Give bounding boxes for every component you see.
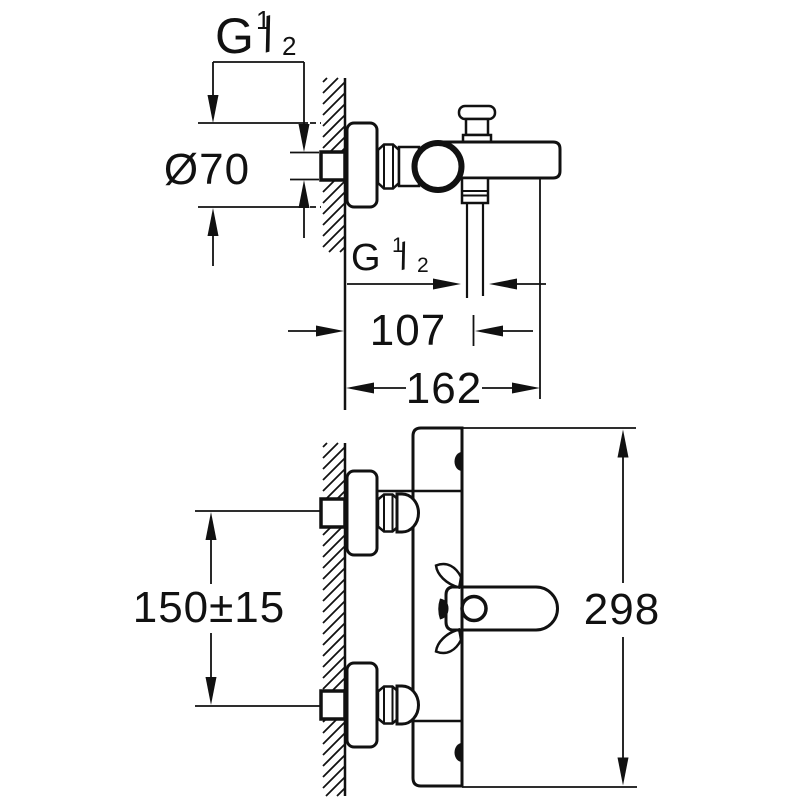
handle-mark-lower xyxy=(454,743,462,762)
supply-connector-square-upper xyxy=(319,497,347,529)
hex-nut xyxy=(376,143,401,190)
arrowhead xyxy=(617,757,629,786)
supply-connector-square xyxy=(319,150,347,182)
hex-nut-upper xyxy=(376,493,400,533)
wall-hatching-top xyxy=(322,77,346,253)
union-piece-upper xyxy=(395,492,420,534)
hex-nut-lower xyxy=(376,685,400,725)
union-circle xyxy=(411,140,465,193)
arrowhead xyxy=(475,325,503,337)
g-half-sub: 2 xyxy=(417,254,430,277)
mixer-body-front xyxy=(411,426,464,788)
supply-connector-square-lower xyxy=(319,689,347,721)
arrowhead xyxy=(207,95,219,123)
handle-mark-upper xyxy=(454,452,462,471)
arrowhead xyxy=(433,278,461,290)
front-view: 298 150±15 xyxy=(133,426,660,797)
spout-wing-upper xyxy=(434,562,463,590)
arrowhead xyxy=(512,382,540,394)
wall-hatching-bottom xyxy=(322,442,346,797)
arrowhead xyxy=(298,180,310,208)
dim-label-150: 150±15 xyxy=(133,583,286,632)
g-half-base: G xyxy=(351,237,382,279)
g-half-base: G xyxy=(215,8,255,64)
spout-inlet-mark xyxy=(438,598,449,620)
arrowhead xyxy=(207,208,219,236)
arrowhead xyxy=(489,278,517,290)
knob-neck xyxy=(464,117,490,137)
arrowhead xyxy=(617,429,629,458)
g-half-sup: 1 xyxy=(256,5,271,35)
g-half-sub: 2 xyxy=(282,31,297,61)
dim-label-g-half-top: G 1 / 2 xyxy=(215,5,297,64)
arrowhead xyxy=(316,325,344,337)
side-view: G 1 / 2 Ø70 G 1 / 2 107 xyxy=(164,5,562,413)
union-piece-lower xyxy=(395,684,420,726)
dim-label-diameter-70: Ø70 xyxy=(164,145,250,194)
arrowhead xyxy=(298,124,310,152)
arrowhead xyxy=(346,382,374,394)
arrowhead xyxy=(205,677,217,705)
escutcheon-flange xyxy=(345,121,379,209)
escutcheon-flange-upper xyxy=(345,469,379,557)
dim-label-107: 107 xyxy=(370,306,446,355)
arrowhead xyxy=(205,512,217,540)
knob-cap xyxy=(457,104,497,121)
mixer-body-side xyxy=(441,140,562,180)
escutcheon-flange-lower xyxy=(345,661,379,749)
diverter-knob xyxy=(457,104,497,145)
g-half-sup: 1 xyxy=(392,234,405,257)
dim-label-298: 298 xyxy=(584,585,660,634)
g-half-slash: / xyxy=(256,8,283,63)
spout-wing-lower xyxy=(434,627,463,655)
dim-label-162: 162 xyxy=(406,364,482,413)
spout-diverter-circle xyxy=(460,594,488,623)
dim-label-g-half-hose: G 1 / 2 xyxy=(351,234,430,279)
hose-outlet xyxy=(460,176,490,298)
